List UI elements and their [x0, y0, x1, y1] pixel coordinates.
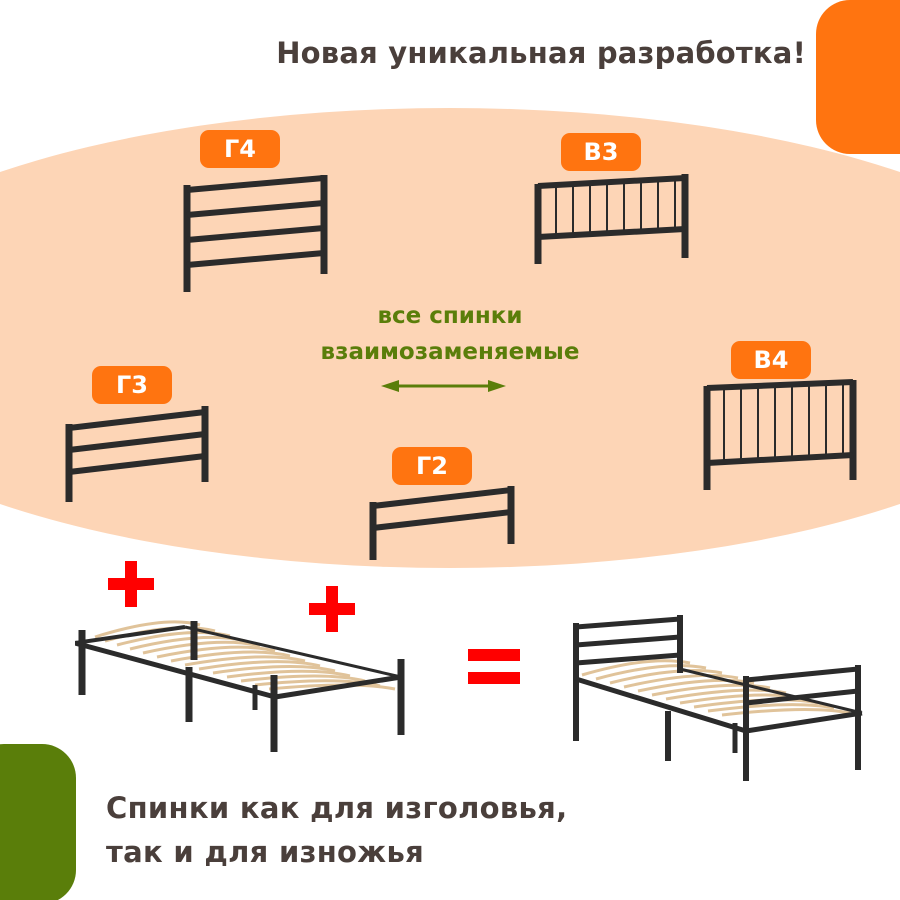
headline: Новая уникальная разработка! [276, 36, 806, 70]
interchangeable-line-2: взаимозаменяемые [320, 339, 580, 365]
headboard-v3-image [530, 172, 695, 267]
headboard-g3-image [62, 404, 217, 504]
double-arrow-icon [381, 378, 506, 398]
badge-v4: В4 [731, 341, 811, 379]
headboard-v4-image [700, 378, 860, 493]
plus-icon [108, 561, 154, 611]
badge-g3: Г3 [92, 366, 172, 404]
badge-g2: Г2 [392, 447, 472, 485]
assembled-bed-image [570, 603, 870, 783]
orange-corner-decoration [816, 0, 900, 154]
interchangeable-line-1: все спинки [377, 303, 523, 329]
footer-caption: Спинки как для изголовья, так и для изно… [106, 786, 567, 874]
headboard-g2-image [365, 484, 520, 562]
badge-v3: В3 [561, 133, 641, 171]
badge-g4: Г4 [200, 130, 280, 168]
green-corner-decoration [0, 744, 76, 900]
footer-caption-line-2: так и для изножья [106, 835, 424, 869]
plus-icon [309, 586, 355, 636]
equals-icon [468, 649, 520, 689]
interchangeable-note: все спинки взаимозаменяемые [270, 298, 630, 370]
bed-frame-image [75, 615, 415, 755]
peach-background-ellipse [0, 108, 900, 568]
footer-caption-line-1: Спинки как для изголовья, [106, 791, 568, 825]
headboard-g4-image [180, 170, 340, 295]
